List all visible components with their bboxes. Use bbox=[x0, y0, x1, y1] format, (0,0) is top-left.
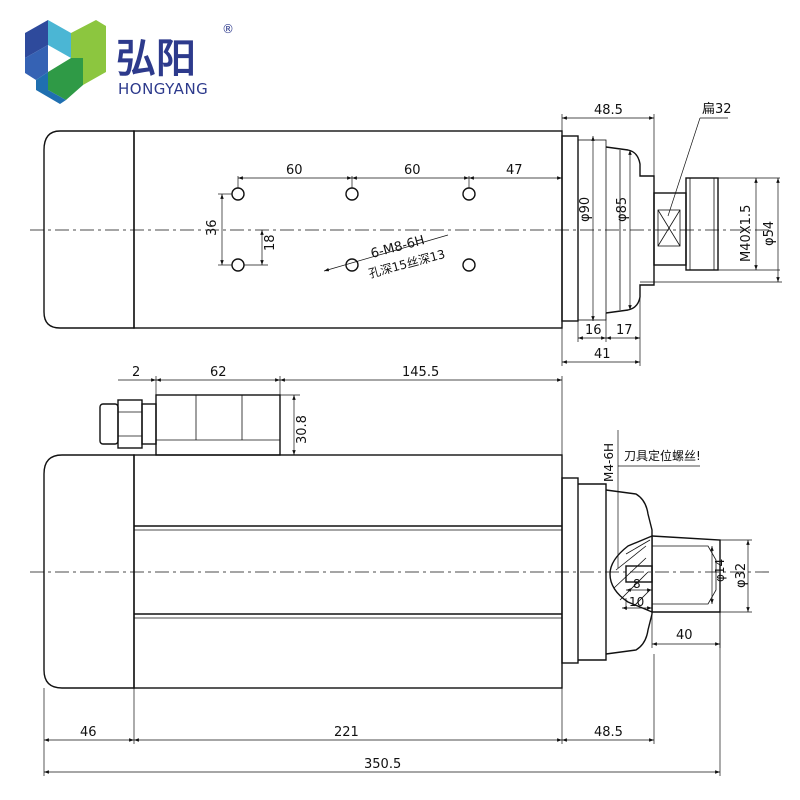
flange-plate bbox=[561, 135, 579, 322]
dim-screw-thread: M4-6H bbox=[602, 443, 616, 482]
registered-mark: ® bbox=[222, 22, 234, 36]
flat-label: 扁32 bbox=[702, 102, 732, 117]
mount-hole bbox=[231, 187, 245, 201]
dim-dia-32: φ32 bbox=[734, 563, 749, 588]
dim-dia-54: φ54 bbox=[762, 221, 777, 246]
collet-section bbox=[609, 534, 721, 614]
logo-facet-blue bbox=[25, 20, 48, 58]
collet-nut bbox=[651, 535, 721, 613]
logo-facet-darkgreen bbox=[48, 58, 83, 100]
flange-plate-side bbox=[561, 477, 579, 664]
mount-hole bbox=[345, 187, 359, 201]
dim-hole-half: 18 bbox=[263, 234, 278, 251]
dim-hole-spacing-3: 47 bbox=[506, 163, 523, 178]
cable-gland-icon bbox=[99, 399, 157, 449]
motor-body-side bbox=[133, 454, 563, 689]
top-view: 60 60 47 36 18 6-M8-6H 孔深15丝深13 48.5 扁32… bbox=[30, 102, 782, 366]
dim-box-height: 30.8 bbox=[295, 415, 310, 444]
dim-len-41: 41 bbox=[594, 347, 611, 362]
mount-hole bbox=[462, 258, 476, 272]
mount-hole bbox=[345, 258, 359, 272]
thread-nut bbox=[685, 177, 719, 271]
dim-len-16: 16 bbox=[585, 323, 602, 338]
dim-box-62: 62 bbox=[210, 365, 227, 380]
dim-total-length: 350.5 bbox=[364, 757, 401, 772]
dim-len-8: 8 bbox=[633, 577, 641, 591]
dim-hole-spacing-2: 60 bbox=[404, 163, 421, 178]
dim-thread: M40X1.5 bbox=[739, 205, 754, 262]
logo-mark-icon bbox=[25, 20, 106, 104]
dim-len-221: 221 bbox=[334, 725, 359, 740]
mount-hole bbox=[462, 187, 476, 201]
rear-cap bbox=[43, 130, 135, 329]
logo-facet-mid bbox=[36, 72, 66, 104]
logo-facet-cyan bbox=[48, 20, 71, 58]
logo-facet-darkblue bbox=[25, 45, 48, 80]
dim-len-10: 10 bbox=[629, 595, 644, 609]
mount-hole bbox=[231, 258, 245, 272]
brand-logo: 弘阳 HONGYANG ® bbox=[25, 20, 234, 104]
dim-dia-85: φ85 bbox=[615, 197, 630, 222]
junction-box bbox=[155, 394, 281, 456]
dim-len-40: 40 bbox=[676, 628, 693, 643]
dim-len-46: 46 bbox=[80, 725, 97, 740]
dim-len-145-5: 145.5 bbox=[402, 365, 439, 380]
brand-name-en: HONGYANG bbox=[118, 80, 208, 98]
dim-dia-14: φ14 bbox=[713, 559, 727, 582]
dim-gap-2: 2 bbox=[132, 365, 140, 380]
dim-len-17: 17 bbox=[616, 323, 633, 338]
logo-facet-green bbox=[71, 20, 106, 85]
flat-box bbox=[657, 209, 681, 247]
dim-hole-pitch-v: 36 bbox=[205, 219, 220, 236]
rear-cap-side bbox=[43, 454, 135, 689]
dim-hole-spacing-1: 60 bbox=[286, 163, 303, 178]
brand-name-cn: 弘阳 bbox=[116, 36, 196, 82]
side-view: 2 62 145.5 30.8 M4-6H 刀具定位螺丝! φ14 φ32 8 … bbox=[30, 365, 770, 776]
dim-dia-90: φ90 bbox=[578, 197, 593, 222]
dim-len-48-5: 48.5 bbox=[594, 725, 623, 740]
tool-screw-note: 刀具定位螺丝! bbox=[624, 448, 701, 463]
dim-nose-length: 48.5 bbox=[594, 103, 623, 118]
motor-body bbox=[133, 130, 563, 329]
